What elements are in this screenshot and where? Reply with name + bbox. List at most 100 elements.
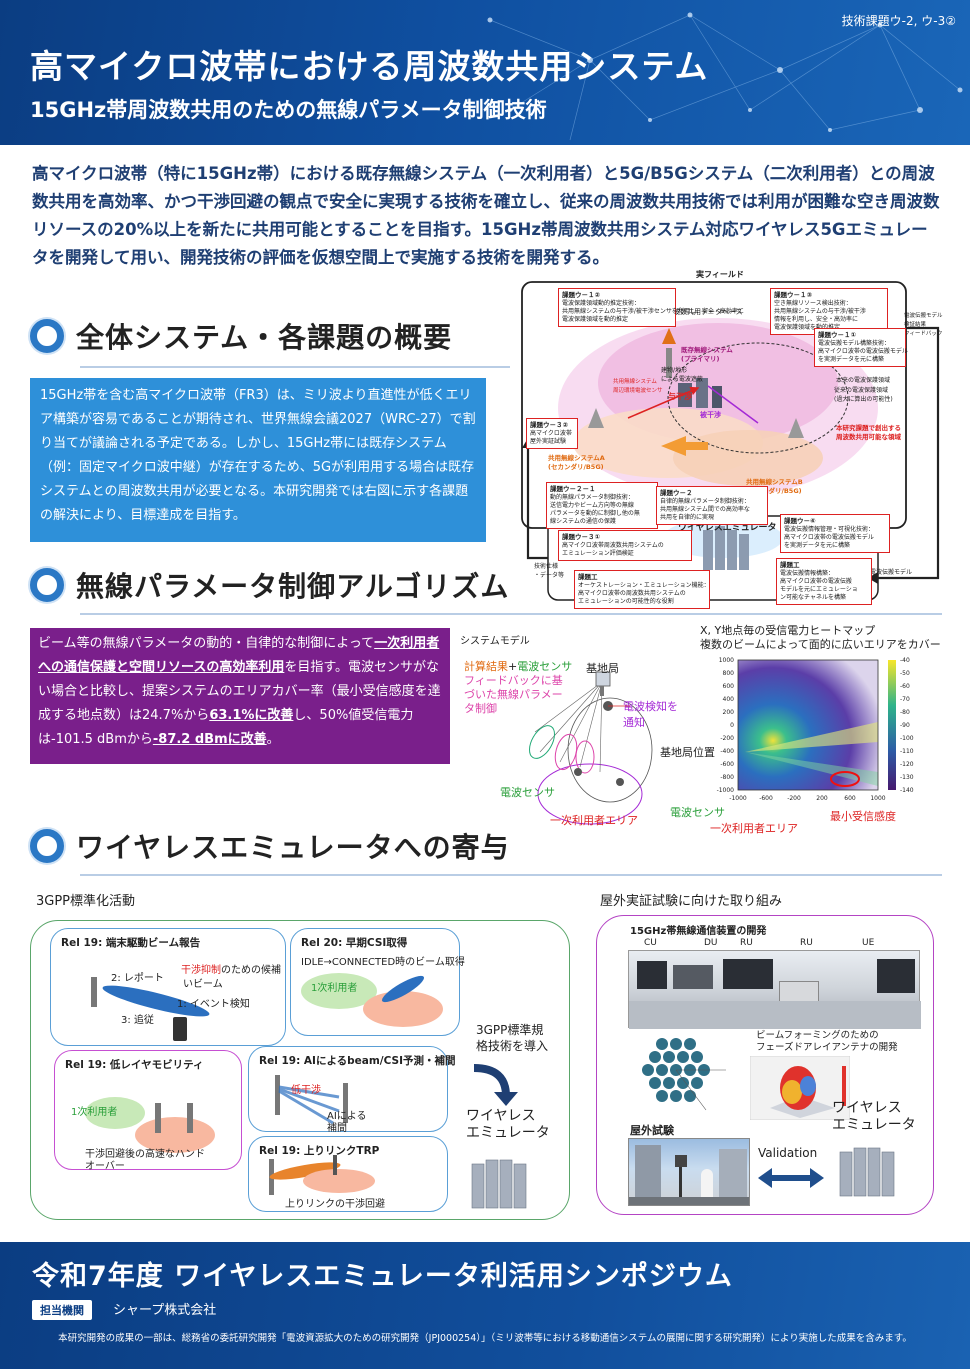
sysmodel-title: システムモデル bbox=[460, 636, 530, 647]
secA-label: 共用無線システムA (セカンダリ/B5G) bbox=[548, 454, 605, 471]
colorbar-tick: -110 bbox=[900, 748, 914, 755]
heatmap-x-tick: 1000 bbox=[870, 795, 885, 802]
std-box-ai-prediction: Rel 19: AIによるbeam/CSI予測・補間 低干渉 AIによる 補間 bbox=[248, 1046, 456, 1134]
header-banner: 技術課題ウ-2, ウ-3② 高マイクロ波帯における周波数共用システム 15GHz… bbox=[0, 0, 970, 145]
server-rack-icon bbox=[839, 1147, 895, 1197]
sysmodel-notify: 電波検知を 通知 bbox=[623, 700, 678, 729]
heatmap-y-tick: 800 bbox=[723, 670, 735, 677]
sysmodel-sensor: 電波センサ bbox=[500, 786, 555, 799]
sysmodel-calc3: フィードバックに基 bbox=[464, 674, 563, 687]
heatmap-x-tick: -600 bbox=[759, 795, 773, 802]
lab-photo bbox=[628, 950, 921, 1029]
outdoor-title: 屋外実証試験に向けた取り組み bbox=[600, 894, 783, 909]
org-name: シャープ株式会社 bbox=[113, 1303, 217, 1318]
protect2-label: 従来の電波保護領域 (過大に算出の可能性) bbox=[834, 387, 893, 403]
sysmodel-calc4: づいた無線パラメー bbox=[464, 688, 563, 701]
section-ring-icon bbox=[30, 829, 64, 863]
section-ring-icon bbox=[30, 319, 64, 353]
heatmap-primary: 一次利用者エリア bbox=[710, 822, 798, 835]
ue-label: UE bbox=[862, 938, 875, 948]
new-area-label: 本研究課題で創出する 周波数共用可能な領域 bbox=[836, 424, 901, 441]
colorbar-tick: -50 bbox=[900, 670, 910, 677]
server-rack-icon bbox=[471, 1159, 527, 1209]
heatmap-y-tick: -800 bbox=[720, 774, 734, 781]
heatmap-bs-pos: 基地局位置 bbox=[660, 746, 715, 759]
std-emulator-label: ワイヤレス エミュレータ bbox=[466, 1108, 550, 1141]
symposium-title: 令和7年度 ワイヤレスエミュレータ利活用シンポジウム bbox=[32, 1261, 733, 1292]
sysmodel-bs: 基地局 bbox=[586, 662, 619, 675]
divider bbox=[80, 366, 510, 368]
du-label: DU bbox=[704, 938, 718, 948]
curved-arrow-icon bbox=[473, 1064, 518, 1106]
divider bbox=[80, 613, 942, 615]
colorbar-tick: -70 bbox=[900, 696, 910, 703]
task-box: 課題工電波伝搬情報構築： 高マイクロ波帯の電波伝搬 モデルを元にエミュレーショ … bbox=[776, 558, 872, 605]
heatmap-title2: 複数のビームによって面的に広いエリアをカバー bbox=[700, 638, 941, 651]
heatmap-y-tick: 400 bbox=[723, 696, 735, 703]
std-panel bbox=[30, 920, 570, 1220]
sysmodel-calc5: タ制御 bbox=[464, 702, 497, 715]
protect1-label: 本来の電波保護領域 bbox=[836, 377, 891, 384]
std-box-low-layer-mobility: Rel 19: 低レイヤモビリティ 1次利用者 干渉回避後の高速なハンド オーバ… bbox=[54, 1050, 242, 1172]
heatmap-figure: X, Y地点毎の受信電力ヒートマップ 複数のビームによって面的に広いエリアをカバ… bbox=[660, 622, 950, 842]
heatmap-min-sens: 最小受信感度 bbox=[830, 810, 896, 823]
std-box-beam-report: Rel 19: 端末駆動ビーム報告 2: レポート 干渉抑制のための候補 いビー… bbox=[50, 928, 286, 1046]
ru1-label: RU bbox=[740, 938, 753, 948]
validation-label: Validation bbox=[758, 1146, 818, 1160]
outdoor-test-label: 屋外試験 bbox=[630, 1124, 674, 1137]
page-title: 高マイクロ波帯における周波数共用システム bbox=[30, 47, 709, 86]
emulator-label: ワイヤレスエミュレータ bbox=[678, 523, 777, 533]
feedback-label: 電波伝搬モデル 検証結果 フィードバック bbox=[904, 313, 943, 337]
heatmap-title1: X, Y地点毎の受信電力ヒートマップ bbox=[700, 624, 876, 637]
colorbar-tick: -120 bbox=[900, 761, 914, 768]
task-box: 課題工オーケストレーション・エミュレーション機能： 高マイクロ波帯の周波数共用シ… bbox=[574, 570, 710, 609]
std-box-uplink-trp: Rel 19: 上りリンクTRP 上りリンクの干渉回避 bbox=[248, 1136, 448, 1212]
heatmap-y-tick: 0 bbox=[730, 722, 734, 729]
network-decoration bbox=[487, 12, 963, 141]
page-subtitle: 15GHz帯周波数共用のための無線パラメータ制御技術 bbox=[30, 98, 547, 122]
sysmodel-calc-label: 計算結果+電波センサ bbox=[464, 660, 573, 673]
tech-spec-label: 技術仕様 ・データ等 bbox=[534, 563, 565, 579]
section-ring-icon bbox=[30, 568, 64, 602]
section2-heading: 無線パラメータ制御アルゴリズム bbox=[30, 565, 509, 605]
terrain-label: 建物/地形 による電波遮蔽 bbox=[661, 367, 703, 383]
colorbar-tick: -80 bbox=[900, 709, 910, 716]
phased-array-icon bbox=[642, 1038, 726, 1111]
heatmap-x-tick: -1000 bbox=[729, 795, 747, 802]
heatmap-sensor: 電波センサ bbox=[670, 806, 725, 819]
device-label: 15GHz帯無線通信装置の開発 bbox=[630, 926, 767, 937]
heatmap-x-tick: 200 bbox=[816, 795, 828, 802]
pa-label: ビームフォーミングのための フェーズドアレイアンテナの開発 bbox=[756, 1030, 898, 1053]
interference2-label: 被干渉 bbox=[700, 411, 721, 419]
sensor-note: 共用無線システム 周辺環境電波センサ bbox=[613, 379, 663, 394]
colorbar-tick: -140 bbox=[900, 787, 914, 794]
db-label: 周波数共用データベース bbox=[666, 308, 743, 316]
outdoor-photo bbox=[628, 1138, 750, 1206]
outdoor-panel bbox=[596, 915, 934, 1215]
interference-label: 与干渉 bbox=[668, 392, 692, 401]
colorbar-tick: -90 bbox=[900, 722, 910, 729]
prop-model-label: 電波伝搬モデル bbox=[870, 569, 913, 576]
heatmap-y-tick: 1000 bbox=[719, 657, 734, 664]
colorbar-tick: -60 bbox=[900, 683, 910, 690]
primary-label: 既存無線システム (プライマリ) bbox=[681, 346, 733, 363]
outdoor-emulator-label: ワイヤレス エミュレータ bbox=[832, 1100, 916, 1133]
section3-heading: ワイヤレスエミュレータへの寄与 bbox=[30, 826, 510, 866]
heatmap-y-tick: -1000 bbox=[717, 787, 735, 794]
system-diagram: 実フィールド 周波数共用データベース 既存無線システム (プライマリ) 与干渉 … bbox=[518, 268, 946, 609]
footer-note: 本研究開発の成果の一部は、総務省の委託研究開発「電波資源拡大のための研究開発（J… bbox=[58, 1333, 912, 1344]
sysmodel-primary: 一次利用者エリア bbox=[550, 814, 638, 827]
divider bbox=[80, 874, 942, 876]
heatmap-y-tick: -600 bbox=[720, 761, 734, 768]
secB-label: 共用無線システムB (セカンダリ/B5G) bbox=[746, 478, 803, 495]
beam-pattern-icon bbox=[750, 1056, 850, 1120]
intro-text: 高マイクロ波帯（特に15GHz帯）における既存無線システム（一次利用者）と5G/… bbox=[32, 164, 940, 267]
section1-heading: 全体システム・各課題の概要 bbox=[30, 316, 452, 356]
heatmap-y-tick: 600 bbox=[723, 683, 735, 690]
